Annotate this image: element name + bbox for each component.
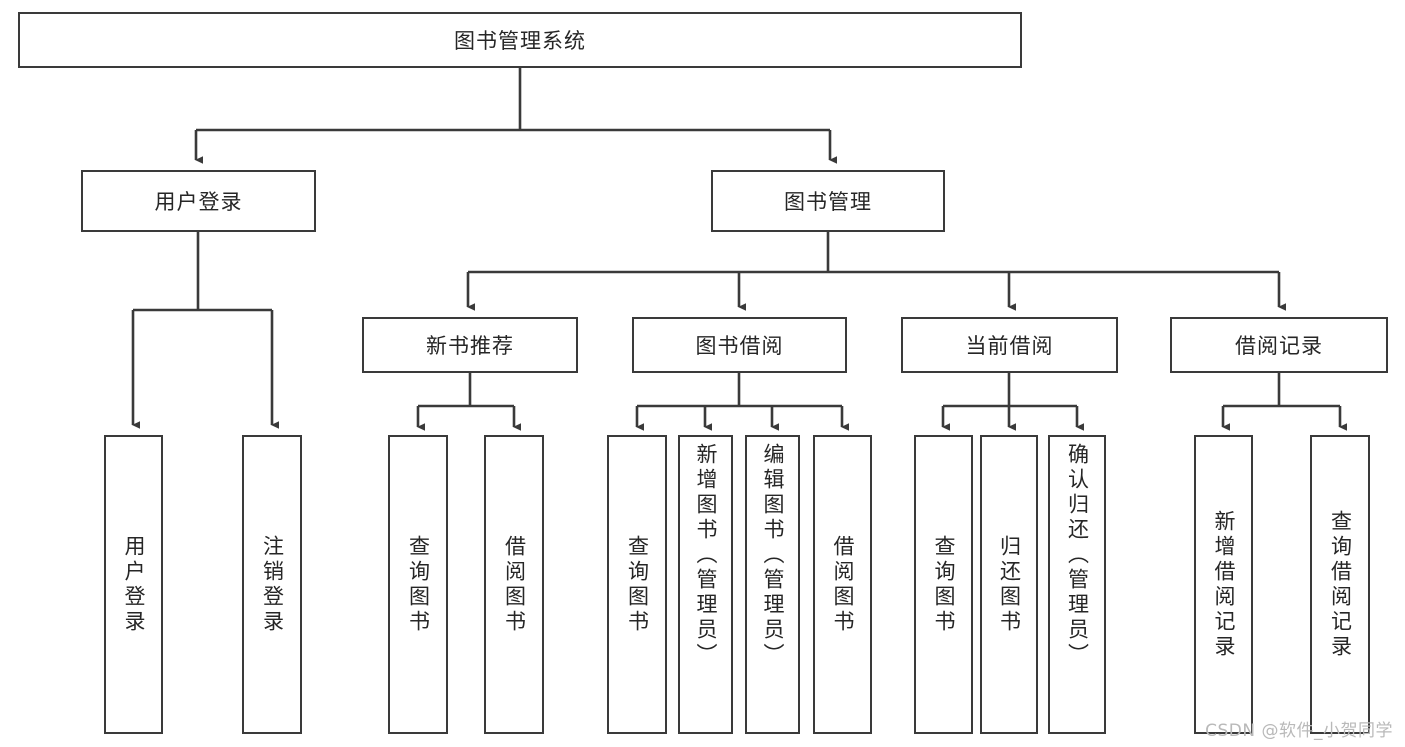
node-borrow-record-label: 借阅记录 bbox=[1235, 334, 1323, 358]
node-leaf-edit-book-label: 编辑图书（管理员） bbox=[761, 443, 785, 668]
node-user-login[interactable]: 用户登录 bbox=[81, 170, 316, 232]
node-leaf-query-book-rec[interactable]: 查询图书 bbox=[388, 435, 448, 734]
node-leaf-add-book-label: 新增图书（管理员） bbox=[694, 443, 718, 668]
node-leaf-add-record[interactable]: 新增借阅记录 bbox=[1194, 435, 1253, 734]
node-leaf-borrow-book-label: 借阅图书 bbox=[831, 534, 855, 635]
node-root[interactable]: 图书管理系统 bbox=[18, 12, 1022, 68]
node-new-book-recommend[interactable]: 新书推荐 bbox=[362, 317, 578, 373]
node-current-borrow[interactable]: 当前借阅 bbox=[901, 317, 1118, 373]
node-book-borrow-label: 图书借阅 bbox=[695, 334, 784, 358]
node-leaf-query-book-rec-label: 查询图书 bbox=[406, 534, 431, 635]
node-new-book-recommend-label: 新书推荐 bbox=[426, 334, 514, 358]
node-current-borrow-label: 当前借阅 bbox=[965, 334, 1054, 358]
node-leaf-return-book[interactable]: 归还图书 bbox=[980, 435, 1038, 734]
node-leaf-logout[interactable]: 注销登录 bbox=[242, 435, 302, 734]
node-leaf-edit-book[interactable]: 编辑图书（管理员） bbox=[745, 435, 800, 734]
node-leaf-confirm-return-label: 确认归还（管理员） bbox=[1065, 443, 1090, 668]
node-leaf-query-record-label: 查询借阅记录 bbox=[1328, 509, 1353, 660]
node-leaf-confirm-return[interactable]: 确认归还（管理员） bbox=[1048, 435, 1106, 734]
node-leaf-borrow-book-rec[interactable]: 借阅图书 bbox=[484, 435, 544, 734]
node-borrow-record[interactable]: 借阅记录 bbox=[1170, 317, 1388, 373]
node-book-manage[interactable]: 图书管理 bbox=[711, 170, 945, 232]
node-leaf-query-book-borrow[interactable]: 查询图书 bbox=[607, 435, 667, 734]
node-leaf-query-book-cur[interactable]: 查询图书 bbox=[914, 435, 973, 734]
node-leaf-query-book-borrow-label: 查询图书 bbox=[625, 534, 650, 635]
node-root-label: 图书管理系统 bbox=[454, 29, 586, 53]
node-leaf-return-book-label: 归还图书 bbox=[997, 534, 1022, 635]
node-leaf-user-login-label: 用户登录 bbox=[122, 534, 146, 635]
node-leaf-user-login[interactable]: 用户登录 bbox=[104, 435, 163, 734]
csdn-watermark: CSDN @软件_小贺同学 bbox=[1205, 721, 1393, 741]
node-leaf-query-book-cur-label: 查询图书 bbox=[932, 534, 956, 635]
node-leaf-add-book[interactable]: 新增图书（管理员） bbox=[678, 435, 733, 734]
node-leaf-logout-label: 注销登录 bbox=[260, 534, 285, 635]
node-leaf-add-record-label: 新增借阅记录 bbox=[1212, 509, 1236, 660]
node-book-borrow[interactable]: 图书借阅 bbox=[632, 317, 847, 373]
node-leaf-borrow-book[interactable]: 借阅图书 bbox=[813, 435, 872, 734]
node-leaf-borrow-book-rec-label: 借阅图书 bbox=[502, 534, 527, 635]
node-leaf-query-record[interactable]: 查询借阅记录 bbox=[1310, 435, 1370, 734]
node-book-manage-label: 图书管理 bbox=[784, 190, 872, 214]
node-user-login-label: 用户登录 bbox=[154, 190, 243, 214]
